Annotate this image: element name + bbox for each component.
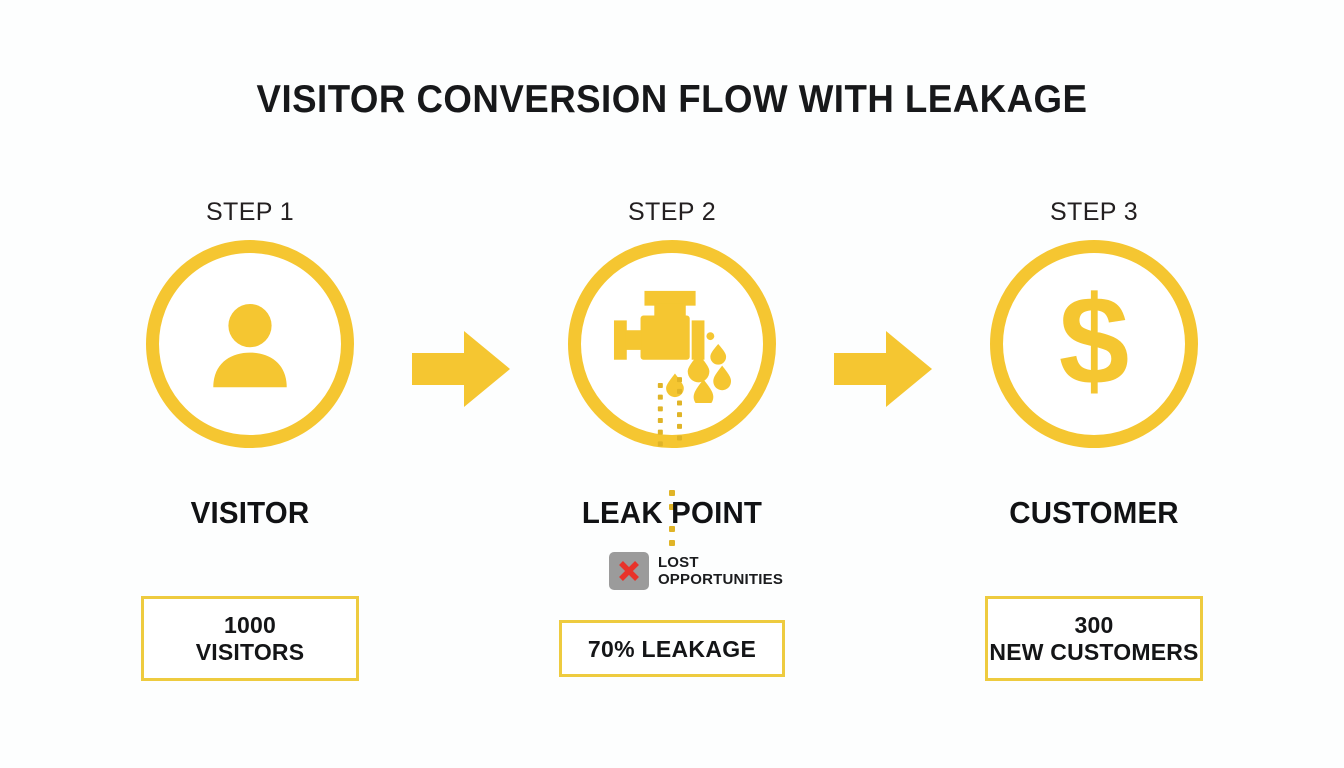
step-3: STEP 3 $ [948,198,1240,448]
visitors-count: 1000 [224,611,276,638]
lost-opportunities-badge: LOST OPPORTUNITIES [0,552,1344,590]
arrow-step2-to-step3 [818,198,948,498]
dollar-sign-icon: $ [1042,283,1146,405]
customers-count: 300 [1074,611,1114,638]
metric-cell-1: 1000 VISITORS [104,596,396,681]
step-1-circle [146,240,354,448]
step-2-circle [568,240,776,448]
right-arrow-icon [412,331,510,407]
leakage-metric-box: 70% LEAKAGE [559,620,785,677]
customers-label: NEW CUSTOMERS [989,638,1199,665]
lost-opportunities-line-2: OPPORTUNITIES [657,571,784,588]
spacer [396,495,526,543]
step-3-name: CUSTOMER [1009,495,1179,530]
lost-opportunities-line-1: LOST [657,554,699,571]
step-names-row: VISITOR LEAK POINT CUSTOMER [0,495,1344,543]
step-3-label: STEP 3 [1049,198,1139,226]
step-3-circle: $ [990,240,1198,448]
person-icon [196,290,304,398]
visitors-metric-box: 1000 VISITORS [141,596,359,681]
step-2-label: STEP 2 [627,198,717,226]
leakage-value: 70% LEAKAGE [587,635,757,662]
page-title: VISITOR CONVERSION FLOW WITH LEAKAGE [256,78,1088,121]
customers-metric-box: 300 NEW CUSTOMERS [985,596,1203,681]
x-mark-icon [608,552,649,590]
step-2-name: LEAK POINT [581,495,763,530]
metric-cell-2: 70% LEAKAGE [526,596,818,677]
right-arrow-icon [834,331,932,407]
step-1: STEP 1 [104,198,396,448]
lost-opportunities-inner: LOST OPPORTUNITIES [608,552,783,590]
metric-cell-3: 300 NEW CUSTOMERS [948,596,1240,681]
steps-row: STEP 1 STEP 2 [0,198,1344,498]
lost-opportunities-text: LOST OPPORTUNITIES [658,554,783,588]
step-1-name: VISITOR [190,495,310,530]
svg-text:$: $ [1059,283,1129,405]
spacer [818,495,948,543]
arrow-step1-to-step2 [396,198,526,498]
step-2: STEP 2 [526,198,818,448]
visitors-label: VISITORS [195,638,305,665]
step-1-label: STEP 1 [205,198,295,226]
metrics-row: 1000 VISITORS 70% LEAKAGE 300 NEW CUSTOM… [0,596,1344,696]
leaking-valve-icon [608,285,736,403]
